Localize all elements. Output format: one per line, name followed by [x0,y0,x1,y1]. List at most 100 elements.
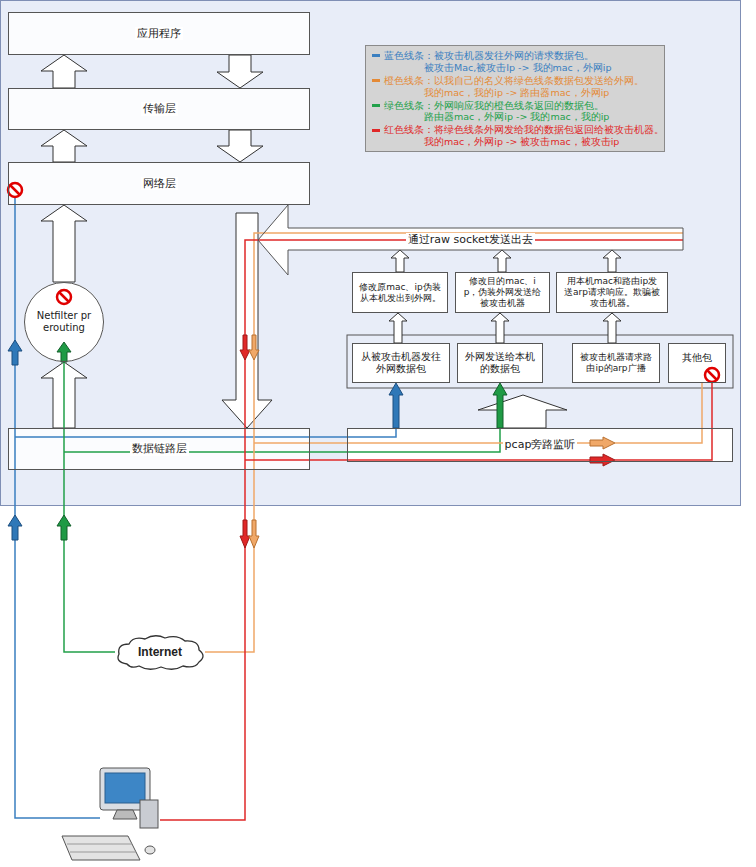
legend-row: 红色线条：将绿色线条外网发给我的数据包返回给被攻击机器。 [372,124,658,136]
legend-row: 绿色线条：外网响应我的橙色线条返回的数据包。 [372,100,658,112]
legend-box: 蓝色线条：被攻击机器发往外网的请求数据包。被攻击Mac,被攻击Ip -> 我的m… [365,45,665,152]
legend-subline: 路由器mac，外网ip -> 我的mac，我的ip [372,111,658,123]
capture-box: pcap旁路监听 [347,428,733,462]
hook-circle: Netfilter prerouting [24,282,104,362]
legend-swatch [372,79,380,82]
circle-fill [24,282,104,362]
layer-box: 应用程序 [8,12,310,55]
hollow-arrow [478,395,567,428]
node-text: 修改原mac、ip伪装从本机发出到外网。 [357,282,443,304]
box-fill [8,428,310,470]
node-text: 被攻击机器请求路由ip的arp广播 [577,352,655,374]
node-text: 数据链路层 [130,442,189,455]
node-text: Internet [136,645,184,659]
keyboard-keys [67,844,132,845]
forbidden-sign [57,290,71,304]
cloud-outline [118,636,203,670]
box-fill [352,343,450,383]
box-fill [455,272,550,313]
forbidden-ring [57,290,71,304]
orange-arrow [249,520,259,548]
box-fill [352,272,448,313]
layer-box: 数据链路层 [8,428,310,470]
forbidden-bar [10,185,20,195]
address-note: 我的mac，外网ip -> 被攻击mac，被攻击ip [424,136,619,147]
box-fill [347,428,733,462]
node-text: 修改目的mac、ip，伪装外网发送给被攻击机器 [460,276,545,308]
legend-row: 橙色线条：以我自己的名义将绿色线条数据包发送给外网。 [372,75,658,87]
block-arrow [603,250,621,272]
legend-swatch [372,129,380,132]
blue-wire [15,428,396,437]
legend-text: 橙色线条：以我自己的名义将绿色线条数据包发送给外网。 [384,75,644,87]
arrow-outline [258,205,683,275]
block-arrow [389,383,403,428]
node-text: 通过raw socket发送出去 [406,233,535,246]
node-text: pcap旁路监听 [503,438,578,451]
block-arrow [493,383,507,428]
node-text: 其他包 [680,352,714,364]
red-arrow [240,335,250,360]
forbidden-sign [705,368,719,382]
forbidden-ring [8,183,22,197]
legend-text: 绿色线条：外网响应我的橙色线条返回的数据包。 [384,100,604,112]
blue-arrow [8,340,22,365]
monitor-stand [113,810,137,819]
green-arrow [57,342,71,362]
node-text: 用本机mac和路由ip发送arp请求响应。欺骗被攻击机器。 [561,276,663,308]
box-fill [668,343,726,383]
node-text: 应用程序 [135,27,183,40]
box-fill [572,343,660,383]
node-text: 从被攻击机器发往外网数据包 [357,351,445,375]
mouse [145,846,155,854]
layer-box: 网络层 [8,162,310,205]
block-arrow [217,55,263,88]
computer-illustration [62,768,158,860]
green-arrow [57,515,71,540]
address-note: 被攻击Mac,被攻击Ip -> 我的mac，外网ip [424,62,612,73]
red-arrow [240,520,250,548]
forbidden-sign [8,183,22,197]
box-fill [457,343,543,383]
send-arrow: 通过raw socket发送出去 [258,205,683,275]
process-box: 修改原mac、ip伪装从本机发出到外网。 [352,272,448,313]
orange-wire [205,233,683,652]
process-box: 修改目的mac、ip，伪装外网发送给被攻击机器 [455,272,550,313]
layer-box: 传输层 [8,88,310,130]
node-text: 网络层 [141,177,178,190]
block-arrow [41,55,87,88]
wire-group [15,197,712,820]
node-text: 外网发送给本机的数据包 [462,351,538,375]
node-text: 传输层 [141,102,178,115]
legend-swatch [372,54,380,57]
forbidden-bar [59,292,69,302]
packet-box: 从被攻击机器发往外网数据包 [352,343,450,383]
circle-outline [25,283,104,362]
block-arrow [493,250,511,272]
forbidden-bar [707,370,717,380]
red-wire [160,240,683,820]
address-note: 路由器mac，外网ip -> 我的mac，我的ip [424,111,609,122]
process-box: 用本机mac和路由ip发送arp请求响应。欺骗被攻击机器。 [556,272,668,313]
computer-tower [140,800,158,828]
classifier-panel [347,335,733,388]
orange-arrow [249,335,259,360]
block-arrow [491,313,509,343]
legend-text: 红色线条：将绿色线条外网发给我的数据包返回给被攻击机器。 [384,124,664,136]
forbidden-ring [705,368,719,382]
node-fills [8,12,733,669]
block-arrow [41,130,87,162]
box-fill [8,12,310,55]
orange-wire [615,383,702,443]
green-wire [64,362,115,652]
orange-arrow [590,437,615,449]
packet-box: 被攻击机器请求路由ip的arp广播 [572,343,660,383]
legend-subline: 我的mac，外网ip -> 被攻击mac，被攻击ip [372,136,658,148]
legend-subline: 我的mac，我的ip -> 路由器mac，外网ip [372,87,658,99]
keyboard [62,836,140,860]
box-fill [556,272,668,313]
screen [105,773,145,803]
packet-box: 其他包 [668,343,726,383]
cloud-fill [118,636,203,670]
